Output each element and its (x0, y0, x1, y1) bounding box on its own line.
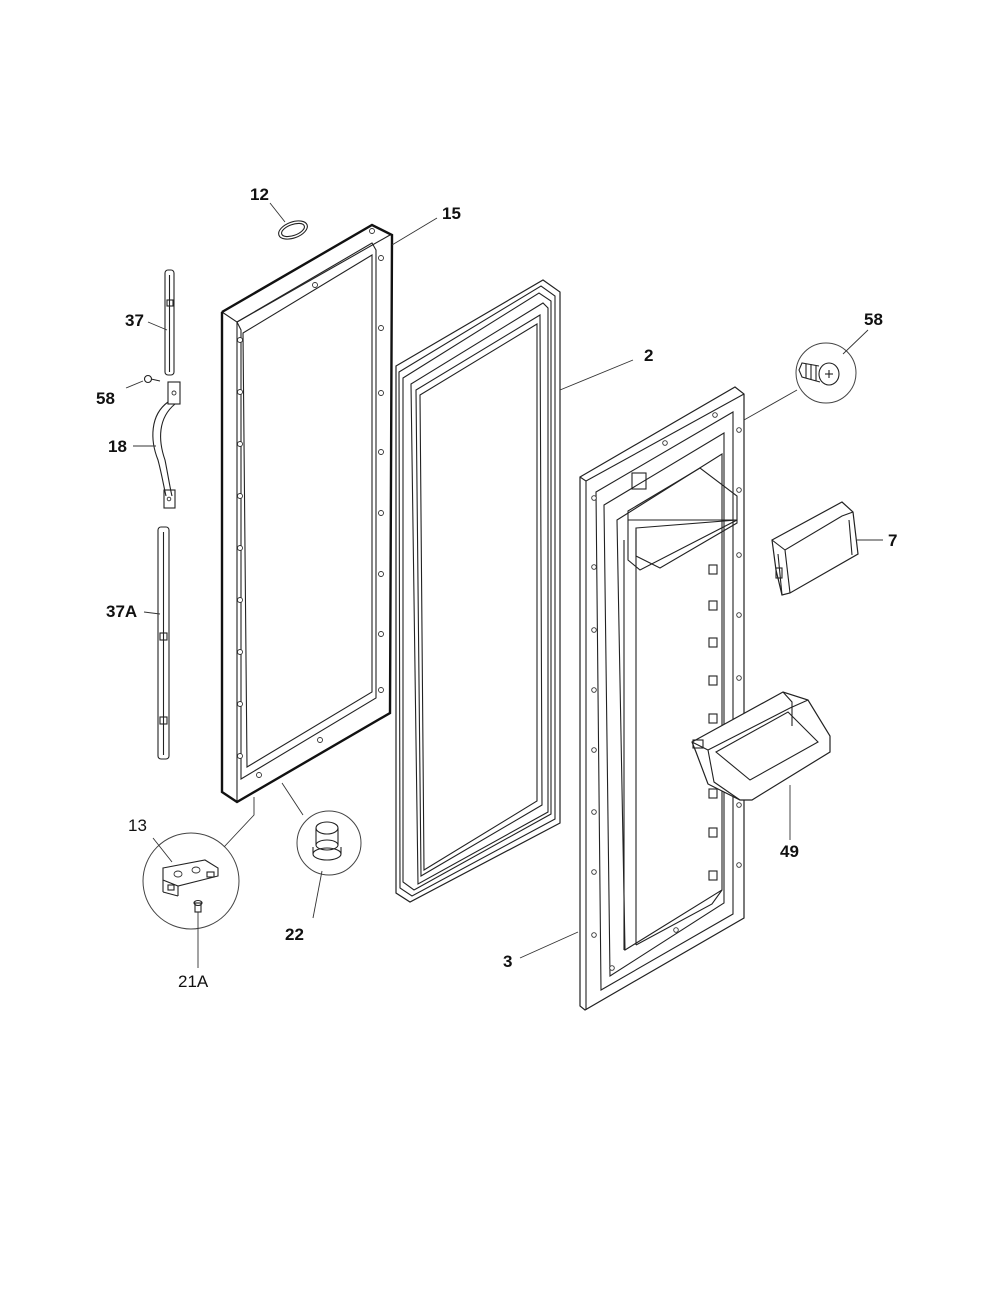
callout-15: 15 (442, 204, 461, 223)
frame-15-holes (237, 228, 384, 778)
callout-58-left: 58 (96, 389, 115, 408)
part-12-ring (269, 202, 308, 240)
callout-7: 7 (888, 531, 897, 550)
detail-bubble-hinge (142, 797, 255, 968)
callout-49: 49 (780, 842, 799, 861)
callout-21A: 21A (178, 972, 209, 991)
callout-37: 37 (125, 311, 144, 330)
callout-labels: 12 15 37 58 18 37A 13 21A 22 2 58 7 49 3 (96, 185, 897, 991)
part-37A-lower-trim (143, 526, 170, 760)
part-7-cover (771, 501, 883, 596)
callout-18: 18 (108, 437, 127, 456)
callout-2: 2 (644, 346, 653, 365)
callout-58-right: 58 (864, 310, 883, 329)
callout-3: 3 (503, 952, 512, 971)
part-2-gasket (395, 279, 634, 903)
callout-22: 22 (285, 925, 304, 944)
part-49-door-bin (691, 691, 831, 840)
part-58-screw-left (125, 374, 161, 389)
part-37-upper-trim (147, 269, 175, 376)
callout-12: 12 (250, 185, 269, 204)
part-3-door-liner (519, 386, 745, 1011)
liner-3-posts (708, 564, 718, 881)
callout-13: 13 (128, 816, 147, 835)
detail-bubble-22 (281, 782, 362, 919)
part-18-handle (133, 381, 181, 509)
callout-37A: 37A (106, 602, 137, 621)
liner-3-holes (591, 412, 742, 971)
detail-bubble-58-screw (743, 329, 869, 421)
part-15-outer-frame (220, 217, 438, 804)
